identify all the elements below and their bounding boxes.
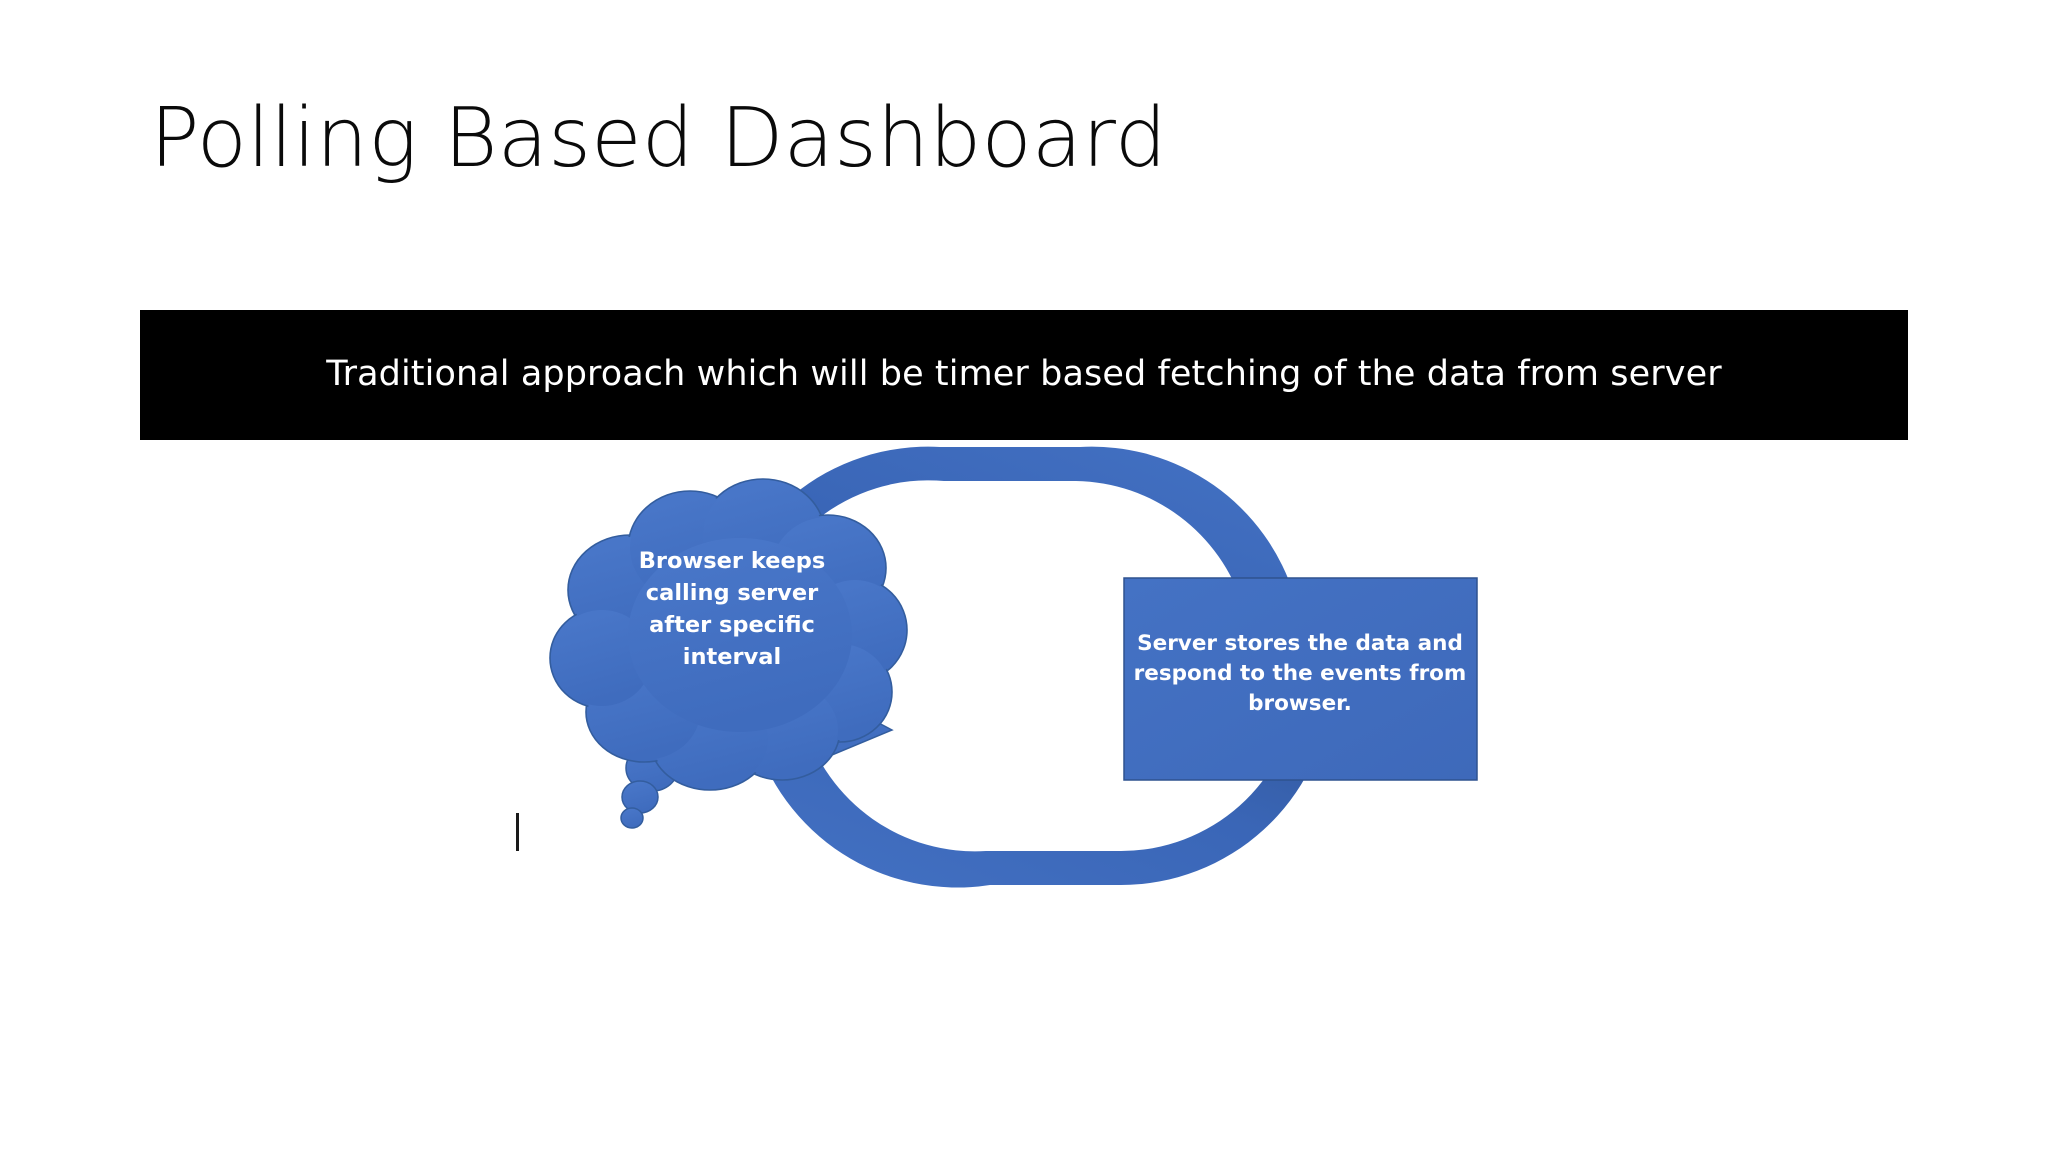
server-to-browser-arrow: [706, 642, 1332, 888]
banner-text: Traditional approach which will be timer…: [326, 354, 1722, 395]
browser-to-server-arrow: [718, 446, 1340, 688]
cloud-line-2: calling server: [646, 580, 819, 606]
server-box-shape: Server stores the data and respond to th…: [1123, 577, 1478, 781]
cloud-line-3: after specific: [649, 612, 815, 638]
server-line-2: respond to the events from: [1134, 661, 1467, 686]
page-title[interactable]: Polling Based Dashboard: [150, 91, 1167, 186]
banner-bar[interactable]: Traditional approach which will be timer…: [140, 310, 1908, 440]
cloud-line-4: interval: [683, 644, 781, 670]
browser-cloud-shape: Browser keeps calling server after speci…: [549, 478, 908, 829]
server-line-1: Server stores the data and: [1137, 631, 1463, 656]
text-caret: [516, 813, 519, 851]
cloud-line-1: Browser keeps: [639, 548, 825, 574]
server-line-3: browser.: [1248, 691, 1352, 716]
polling-cycle-diagram[interactable]: Browser keeps calling server after speci…: [520, 430, 1540, 910]
